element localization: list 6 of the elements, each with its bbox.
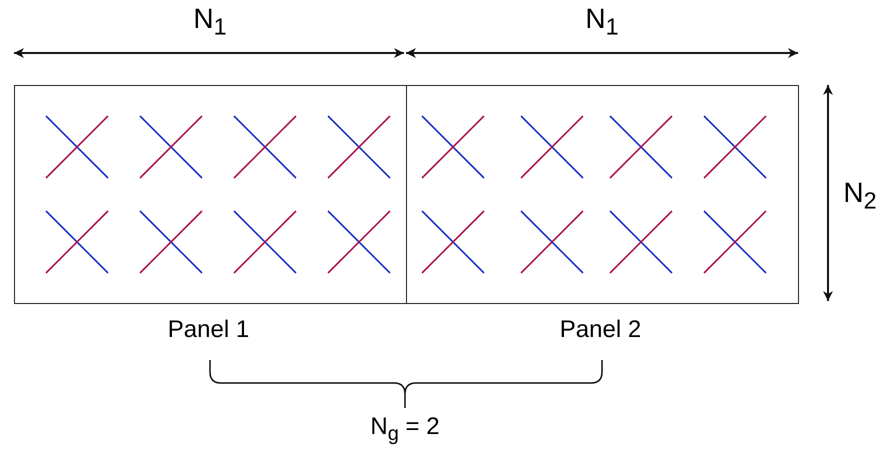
panel-label: Panel 2	[560, 316, 642, 344]
panel-label: Panel 1	[168, 316, 250, 344]
dimension-label: N$_{1}$	[585, 4, 619, 40]
dimension-label: N$_{1}$	[193, 4, 227, 40]
dimension-label: N$_{g}$ = 2	[370, 414, 440, 445]
dimension-label: N$_{2}$	[843, 178, 877, 214]
